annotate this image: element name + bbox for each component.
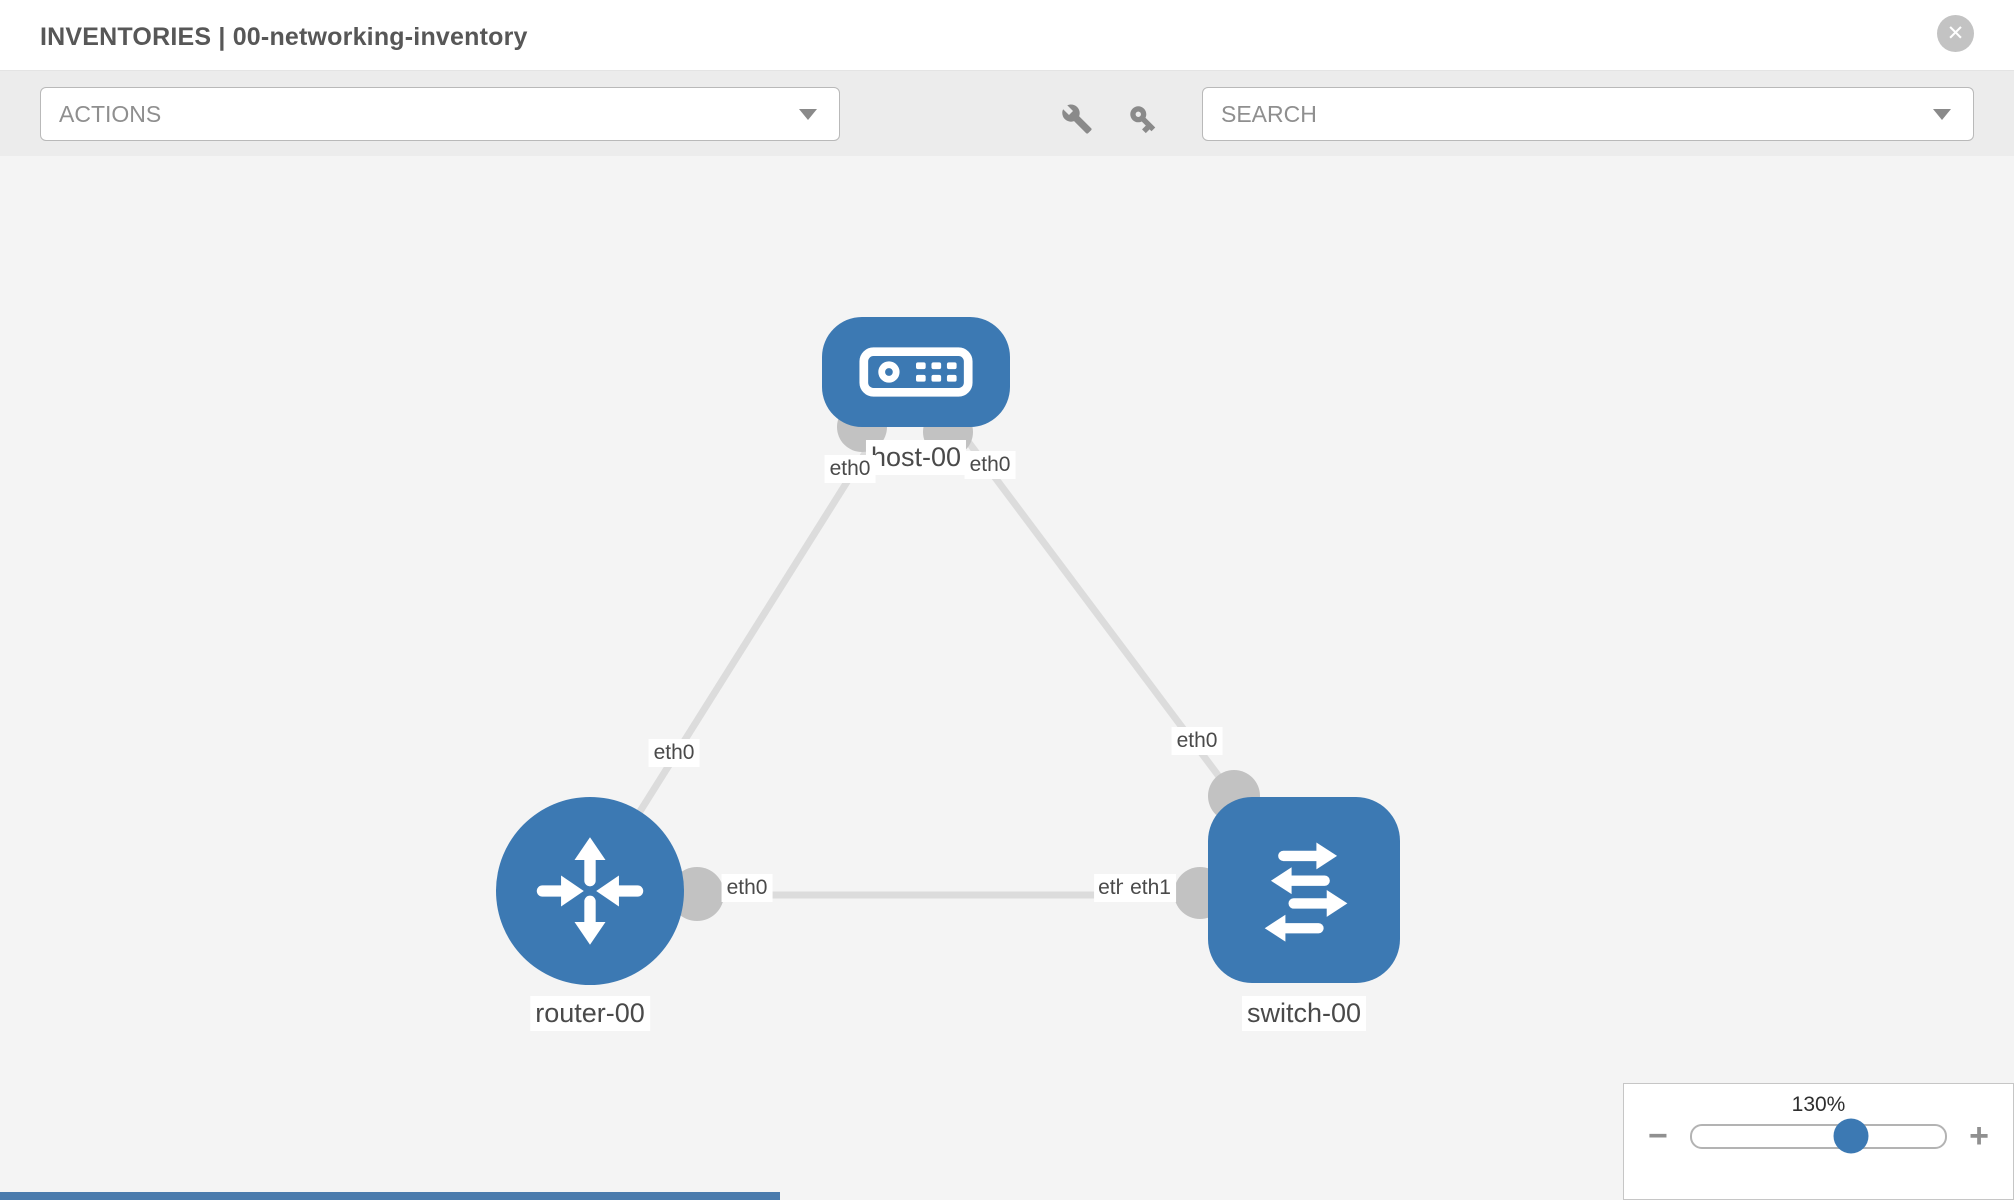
switch-icon [1264,842,1348,942]
zoom-level-value: 130% [1791,1093,1846,1116]
interface-label-host-right: eth0 [964,451,1016,479]
page-title: INVENTORIES | 00-networking-inventory [40,23,528,51]
topology-canvas[interactable]: host-00 router-00 switch-00 eth0 eth0 et… [0,156,2014,1200]
chevron-down-icon [1933,108,1951,120]
search-dropdown-label: SEARCH [1221,100,1317,127]
close-button[interactable]: ✕ [1937,15,1974,52]
node-label-router: router-00 [530,996,650,1031]
wrench-icon [1062,104,1092,134]
search-dropdown[interactable]: SEARCH [1202,87,1974,141]
interface-label-switch-eth1: eth1 [1125,874,1176,902]
node-router-00[interactable] [496,797,684,985]
modal-header: INVENTORIES | 00-networking-inventory ✕ [0,0,2014,71]
toolbar: ACTIONS SEARCH [0,71,2014,157]
zoom-in-button[interactable]: + [1969,1117,1989,1155]
node-host-00[interactable] [822,317,1010,427]
interface-label-host-left: eth0 [824,455,876,483]
zoom-control-panel: 130% − + [1623,1083,2014,1200]
interface-label-switch-hidden: eth0 [1094,874,1127,902]
wrench-tool-button[interactable] [1056,98,1098,140]
key-tool-button[interactable] [1122,98,1164,140]
interface-label-link-host-switch: eth0 [1171,727,1223,755]
chevron-down-icon [799,108,817,120]
zoom-out-button[interactable]: − [1648,1117,1668,1155]
actions-dropdown-label: ACTIONS [59,100,162,127]
host-icon [859,347,973,397]
bottom-panel-edge [0,1192,780,1200]
zoom-slider-thumb[interactable] [1833,1118,1869,1154]
actions-dropdown[interactable]: ACTIONS [40,87,840,141]
topology-links [587,369,1307,899]
interface-label-switch-overlap: eth0 eth1 [1094,874,1176,902]
node-switch-00[interactable] [1208,797,1400,983]
node-label-host: host-00 [865,440,967,475]
router-icon [536,837,644,945]
key-icon [1130,106,1156,134]
node-label-switch: switch-00 [1241,996,1367,1031]
zoom-slider-track[interactable] [1689,1118,1948,1154]
interface-label-router-eth0: eth0 [721,874,773,902]
interface-label-link-host-router: eth0 [648,739,700,767]
close-icon: ✕ [1946,22,1965,45]
